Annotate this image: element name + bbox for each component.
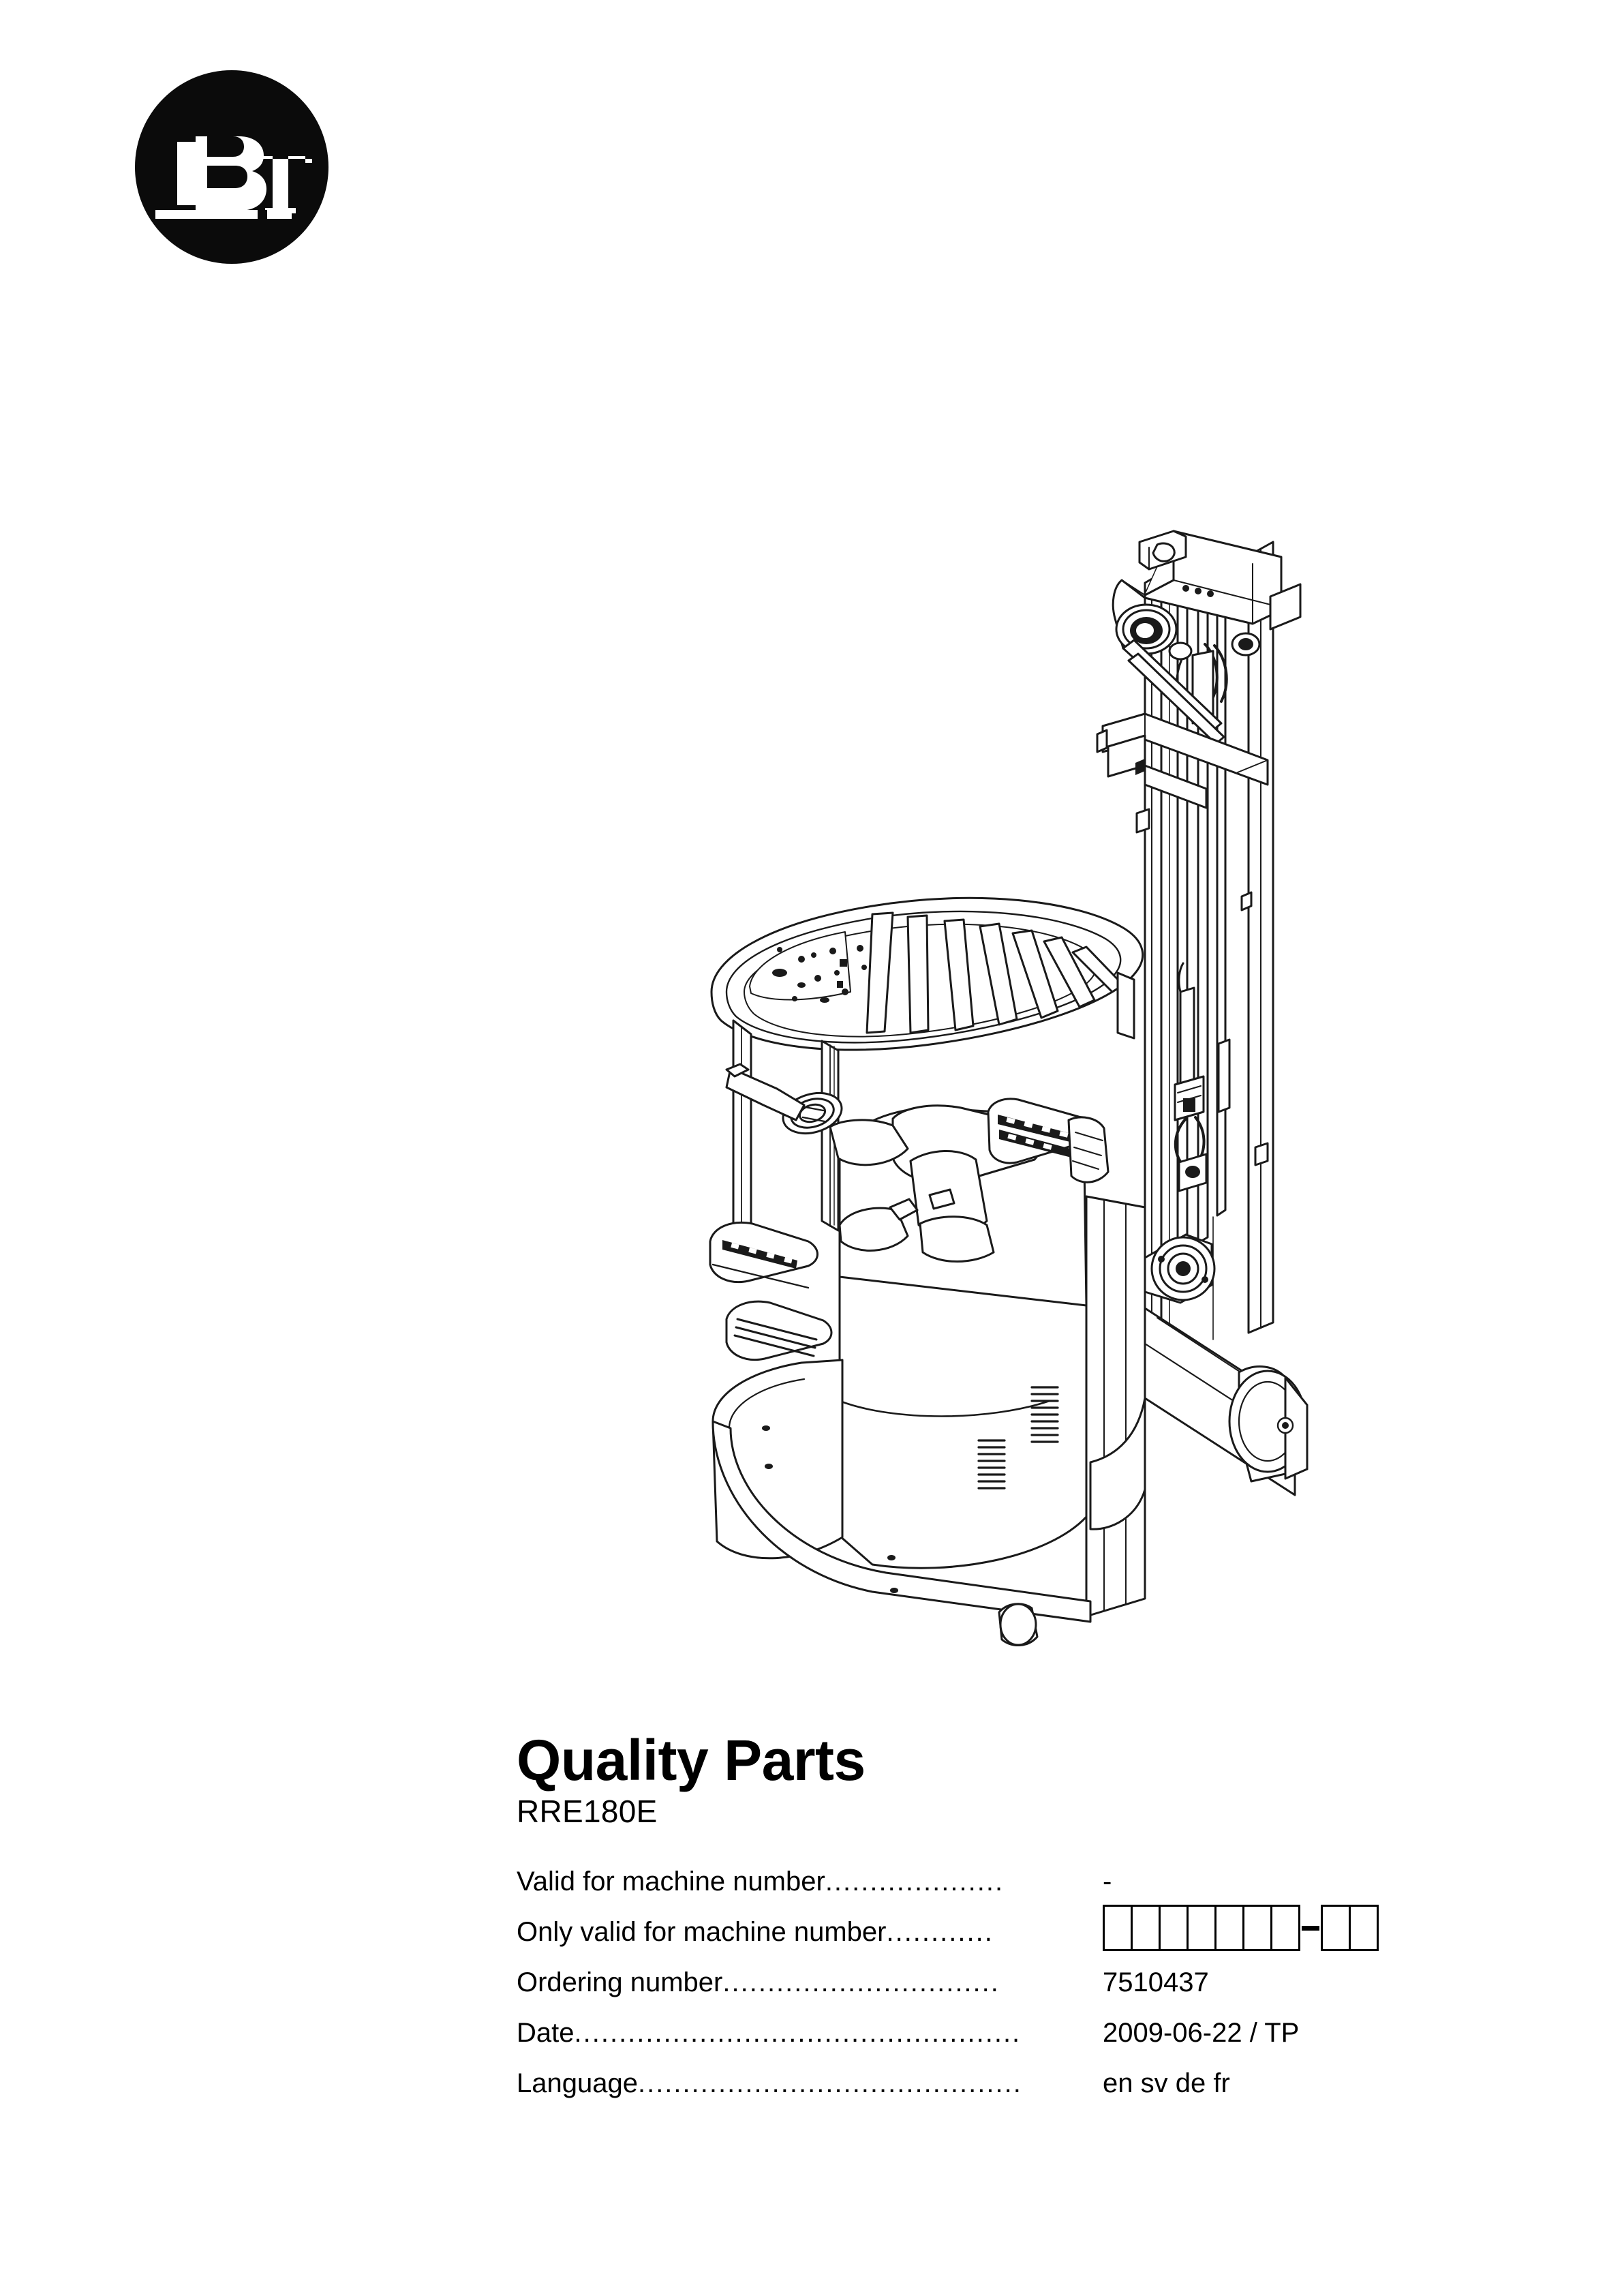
spec-label: Date	[517, 2018, 575, 2049]
straddle-leg-assembly	[998, 1233, 1309, 1646]
serial-box[interactable]	[1187, 1905, 1216, 1952]
operator-compartment	[709, 1063, 1110, 1361]
spec-row-only-valid-for-machine-number: Only valid for machine number ..........…	[517, 1905, 1484, 1957]
spec-value: 7510437	[1103, 1967, 1209, 1998]
spec-list: Valid for machine number ...............…	[517, 1856, 1484, 2108]
logo-letter-t	[249, 156, 312, 213]
spec-row-date: Date ...................................…	[517, 2007, 1484, 2057]
bt-logo	[135, 70, 328, 264]
spec-value: en sv de fr	[1103, 2068, 1230, 2099]
spec-label: Language	[517, 2068, 638, 2099]
spec-leader: ........................................…	[637, 2070, 1022, 2099]
serial-box[interactable]	[1103, 1905, 1133, 1952]
guard-bolt-holes	[772, 945, 867, 1003]
foot-pedal-panel	[709, 1221, 818, 1289]
spec-value: 2009-06-22 / TP	[1103, 2018, 1300, 2049]
spec-label: Valid for machine number	[517, 1867, 825, 1897]
spec-row-language: Language ...............................…	[517, 2057, 1484, 2108]
spec-value	[1085, 1905, 1484, 1957]
serial-box[interactable]	[1159, 1905, 1189, 1952]
serial-box[interactable]	[1349, 1905, 1379, 1952]
rear-caster-wheel	[998, 1603, 1039, 1646]
spec-leader: ...............................	[722, 1969, 1000, 1998]
serial-box[interactable]	[1321, 1905, 1351, 1952]
control-display-panel	[987, 1098, 1092, 1164]
serial-box[interactable]	[1270, 1905, 1300, 1952]
spec-leader: ....................	[825, 1868, 1005, 1897]
floor-plate	[725, 1300, 833, 1361]
serial-box[interactable]	[1131, 1905, 1161, 1952]
spec-leader: ........................................…	[574, 2019, 1022, 2049]
spec-row-valid-for-machine-number: Valid for machine number ...............…	[517, 1856, 1484, 1906]
serial-number-boxes[interactable]	[1103, 1905, 1484, 1952]
logo-underline-notch	[258, 210, 267, 219]
spec-value: -	[1103, 1867, 1112, 1897]
spec-label: Only valid for machine number	[517, 1917, 887, 1948]
reach-truck-illustration	[668, 515, 1336, 1687]
ventilation-louvers	[977, 1386, 1059, 1490]
load-wheel	[1228, 1365, 1309, 1483]
serial-box[interactable]	[1214, 1905, 1244, 1952]
logo-letter-b	[177, 136, 266, 211]
spec-row-ordering-number: Ordering number ........................…	[517, 1957, 1484, 2007]
logo-circle	[135, 70, 328, 264]
serial-box[interactable]	[1242, 1905, 1272, 1952]
reach-truck-drawing	[709, 530, 1309, 1646]
model-number: RRE180E	[517, 1793, 658, 1829]
bt-logo-mark	[135, 70, 328, 264]
serial-separator-dash	[1302, 1925, 1319, 1931]
chassis-body	[711, 1195, 1146, 1623]
spec-leader: ............	[886, 1918, 994, 1948]
mast-mid-fittings	[1135, 808, 1269, 1192]
logo-underline-bar	[155, 210, 292, 219]
title-block: Quality Parts RRE180E Valid for machine …	[517, 1728, 1484, 2108]
spec-label: Ordering number	[517, 1967, 723, 1998]
overhead-guard	[710, 896, 1144, 1252]
drive-wheel-hub	[1144, 1233, 1216, 1304]
mast-head-pulley-block	[1096, 530, 1302, 809]
page-title: Quality Parts	[517, 1728, 866, 1792]
